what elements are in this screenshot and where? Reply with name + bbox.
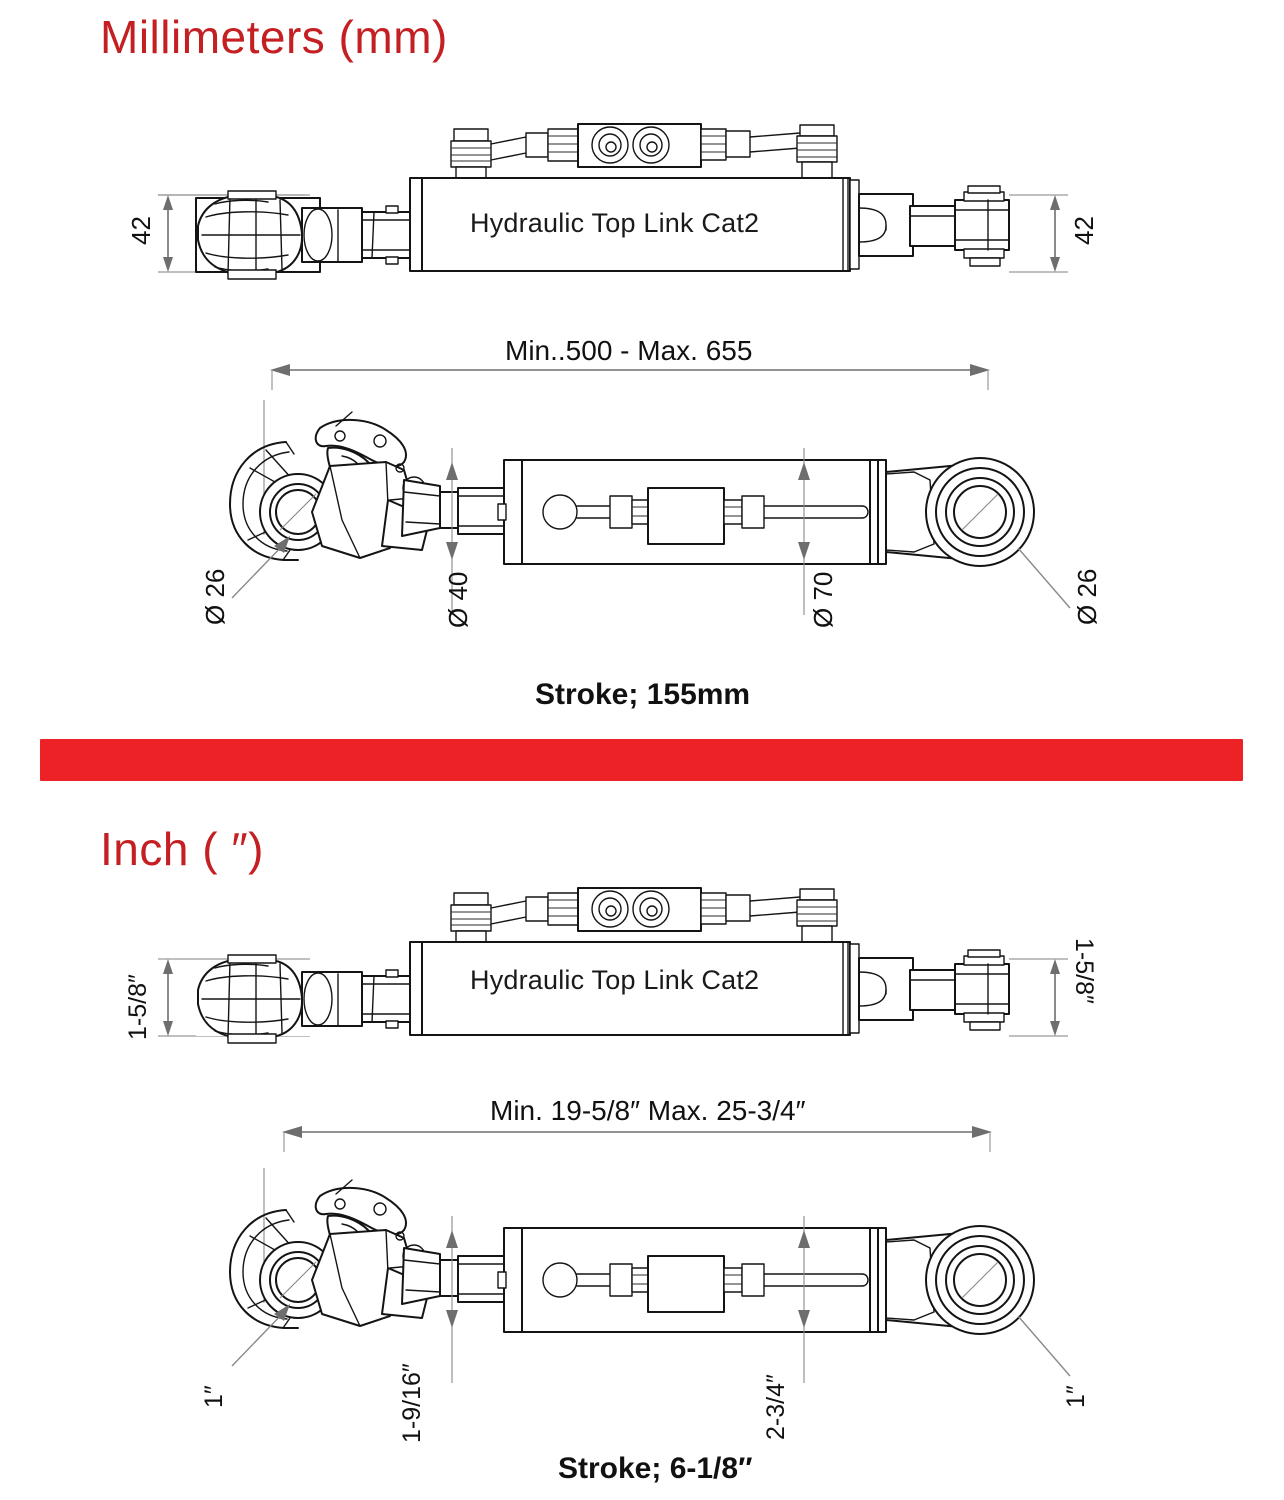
leader-pin-right-inch [1017, 1315, 1071, 1377]
dim-inch-right-height [1009, 958, 1068, 1037]
cylinder-barrel-inch [409, 941, 860, 1036]
inch-dim-rod: 1-9/16″ [398, 1363, 426, 1443]
metric-top-view [110, 120, 1090, 300]
inch-length-dimension-line [272, 1118, 1002, 1152]
inch-section-view [190, 1168, 1090, 1383]
metric-dim-right-height: 42 [1069, 216, 1099, 245]
inch-dim-pin-right: 1″ [1062, 1385, 1090, 1408]
cylinder-barrel [409, 177, 860, 272]
left-hook-assembly-section [229, 411, 441, 561]
metric-section-view [190, 400, 1090, 615]
right-eye-end-section [885, 457, 1035, 567]
dim-rod-inch [446, 1216, 458, 1383]
right-eye-end-inch [858, 949, 1010, 1031]
dim-barrel-70 [798, 448, 810, 615]
inch-length-label: Min. 19-5/8″ Max. 25-3/4″ [490, 1095, 806, 1126]
inch-top-view [110, 884, 1090, 1064]
metric-stroke-label: Stroke; 155mm [535, 678, 751, 711]
left-hook-end [195, 190, 411, 280]
right-eye-end-section-inch [885, 1225, 1035, 1335]
cylinder-barrel-section [497, 459, 887, 565]
metric-dim-left-height: 42 [126, 216, 156, 245]
metric-dim-barrel: Ø 70 [808, 571, 838, 628]
dim-42-right [1009, 194, 1068, 273]
metric-length-dimension-line [260, 356, 1000, 390]
hose-and-valve-assembly-inch [450, 887, 838, 950]
inch-stroke-label: Stroke; 6-1/8″ [558, 1452, 753, 1485]
metric-product-label: Hydraulic Top Link Cat2 [470, 208, 760, 238]
metric-length-label: Min..500 - Max. 655 [505, 335, 753, 366]
left-hook-end-inch [196, 954, 411, 1044]
leader-pin-left-inch [231, 1304, 290, 1367]
metric-dim-rod: Ø 40 [443, 571, 473, 628]
metric-dim-pin-left: Ø 26 [200, 568, 230, 625]
leader-pin-left [231, 536, 290, 599]
inch-unit-heading: Inch ( ″) [100, 823, 264, 875]
inch-product-label: Hydraulic Top Link Cat2 [470, 965, 760, 995]
dim-barrel-inch [798, 1216, 810, 1383]
rod-stub-inch [439, 1255, 505, 1303]
right-eye-end [858, 185, 1010, 267]
section-divider-bar [40, 739, 1243, 781]
inch-dim-barrel: 2-3/4″ [762, 1374, 790, 1440]
inch-dim-left-height: 1-5/8″ [124, 974, 152, 1040]
cylinder-barrel-section-inch [497, 1227, 887, 1333]
hose-and-valve-assembly [450, 123, 838, 186]
inch-dim-pin-left: 1″ [200, 1385, 228, 1408]
dim-rod-40 [446, 448, 458, 615]
rod-stub [439, 487, 505, 535]
metric-dim-pin-right: Ø 26 [1072, 568, 1102, 625]
inch-dim-right-height: 1-5/8″ [1070, 938, 1098, 1004]
leader-pin-right [1017, 547, 1071, 609]
metric-unit-heading: Millimeters (mm) [100, 11, 448, 63]
left-hook-assembly-section-inch [229, 1179, 441, 1329]
